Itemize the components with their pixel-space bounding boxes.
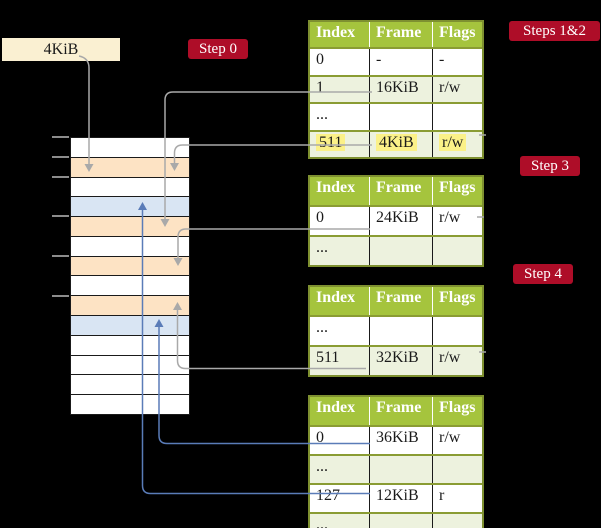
memory-row: [71, 216, 189, 236]
col-header-frame: Frame: [369, 397, 432, 425]
cell-index: ...: [316, 239, 328, 256]
memory-row: [71, 138, 189, 157]
cell-index: 0: [316, 51, 324, 68]
table-row: ...: [310, 235, 482, 265]
col-header-frame: Frame: [369, 287, 432, 315]
table-row-highlighted: 511 4KiB r/w: [310, 129, 482, 158]
memory-row: [71, 176, 189, 197]
cell-flags: r/w: [432, 427, 482, 454]
table-header-row: Index Frame Flags: [310, 177, 482, 205]
address-tick: [52, 136, 69, 138]
cell-index: 511: [316, 349, 340, 366]
cell-index: ...: [316, 458, 328, 475]
col-header-flags: Flags: [432, 287, 482, 315]
table-row: 0 - -: [310, 47, 482, 75]
table-header-row: Index Frame Flags: [310, 22, 482, 47]
cell-flags: [432, 237, 482, 265]
memory-row: [71, 235, 189, 256]
cell-index: 1: [316, 78, 324, 96]
table-row: 511 32KiB r/w: [310, 345, 482, 375]
col-header-index: Index: [316, 399, 356, 416]
table-header-row: Index Frame Flags: [310, 287, 482, 315]
cell-index: ...: [316, 516, 328, 528]
cell-frame: 36KiB: [369, 427, 432, 454]
memory-row: [71, 394, 189, 414]
cell-flags: r: [432, 485, 482, 512]
address-tick: [52, 176, 69, 178]
col-header-flags: Flags: [432, 397, 482, 425]
cell-frame: 12KiB: [369, 485, 432, 512]
table-row: ...: [310, 315, 482, 345]
step-badge-0: Step 0: [188, 39, 248, 59]
table-row: ...: [310, 102, 482, 130]
memory-row: [71, 354, 189, 375]
cell-index: 0: [316, 429, 324, 446]
highlight: r/w: [439, 133, 467, 151]
address-tick: [52, 295, 69, 297]
step-badge-3: Step 3: [520, 156, 580, 176]
cell-index: 511: [310, 132, 369, 158]
page-table-2: Index Frame Flags 0 24KiB r/w ...: [308, 175, 484, 267]
cell-index: ...: [316, 106, 328, 123]
highlight: 511: [316, 133, 346, 151]
memory-row: [71, 315, 189, 335]
address-tick: [52, 255, 69, 257]
cell-flags: [432, 104, 482, 130]
cell-flags: [432, 514, 482, 528]
cell-frame: [369, 317, 432, 345]
cell-flags: -: [432, 49, 482, 75]
memory-row: [71, 374, 189, 395]
cell-frame: 16KiB: [369, 76, 432, 102]
address-tick: [52, 215, 69, 217]
page-table-1: Index Frame Flags 0 - - 1 16KiB r/w ... …: [308, 20, 484, 159]
table-row: ...: [310, 512, 482, 528]
table-header-row: Index Frame Flags: [310, 397, 482, 425]
table-row: 1 16KiB r/w: [310, 74, 482, 102]
cell-frame: -: [369, 49, 432, 75]
cell-frame: [369, 456, 432, 483]
cell-flags: r/w: [432, 76, 482, 102]
memory-row: [71, 156, 189, 177]
cell-flags: r/w: [432, 207, 482, 235]
memory-row: [71, 275, 189, 296]
cell-flags: [432, 317, 482, 345]
cell-flags: [432, 456, 482, 483]
step-badge-1-2: Steps 1&2: [509, 21, 600, 41]
memory-row: [71, 255, 189, 276]
page-table-3: Index Frame Flags ... 511 32KiB r/w: [308, 285, 484, 377]
cell-frame: [369, 514, 432, 528]
cell-frame: 24KiB: [369, 207, 432, 235]
cell-frame: [369, 104, 432, 130]
table-row: 0 36KiB r/w: [310, 425, 482, 454]
page-table-4: Index Frame Flags 0 36KiB r/w ... 127 12…: [308, 395, 484, 528]
address-tick: [52, 156, 69, 158]
cell-flags: r/w: [432, 347, 482, 375]
col-header-index: Index: [316, 289, 356, 306]
cell-index: 127: [316, 487, 340, 504]
cell-frame: 4KiB: [369, 131, 432, 157]
col-header-flags: Flags: [432, 177, 482, 205]
table-row: 0 24KiB r/w: [310, 205, 482, 235]
cell-index: ...: [316, 319, 328, 336]
memory-row: [71, 334, 189, 355]
col-header-frame: Frame: [369, 177, 432, 205]
col-header-frame: Frame: [369, 22, 432, 47]
cell-flags: r/w: [432, 131, 482, 157]
col-header-index: Index: [316, 24, 356, 41]
table-row: 127 12KiB r: [310, 483, 482, 512]
physical-memory: [70, 137, 190, 415]
cell-index: 0: [316, 209, 324, 226]
highlight: 4KiB: [376, 133, 417, 151]
cell-frame: [369, 237, 432, 265]
cell-frame: 32KiB: [369, 347, 432, 375]
col-header-index: Index: [316, 179, 356, 196]
step-badge-4: Step 4: [513, 264, 573, 284]
memory-row: [71, 196, 189, 217]
table-row: ...: [310, 454, 482, 483]
col-header-flags: Flags: [432, 22, 482, 47]
frame-size-label: 4KiB: [2, 38, 120, 61]
memory-row: [71, 295, 189, 316]
